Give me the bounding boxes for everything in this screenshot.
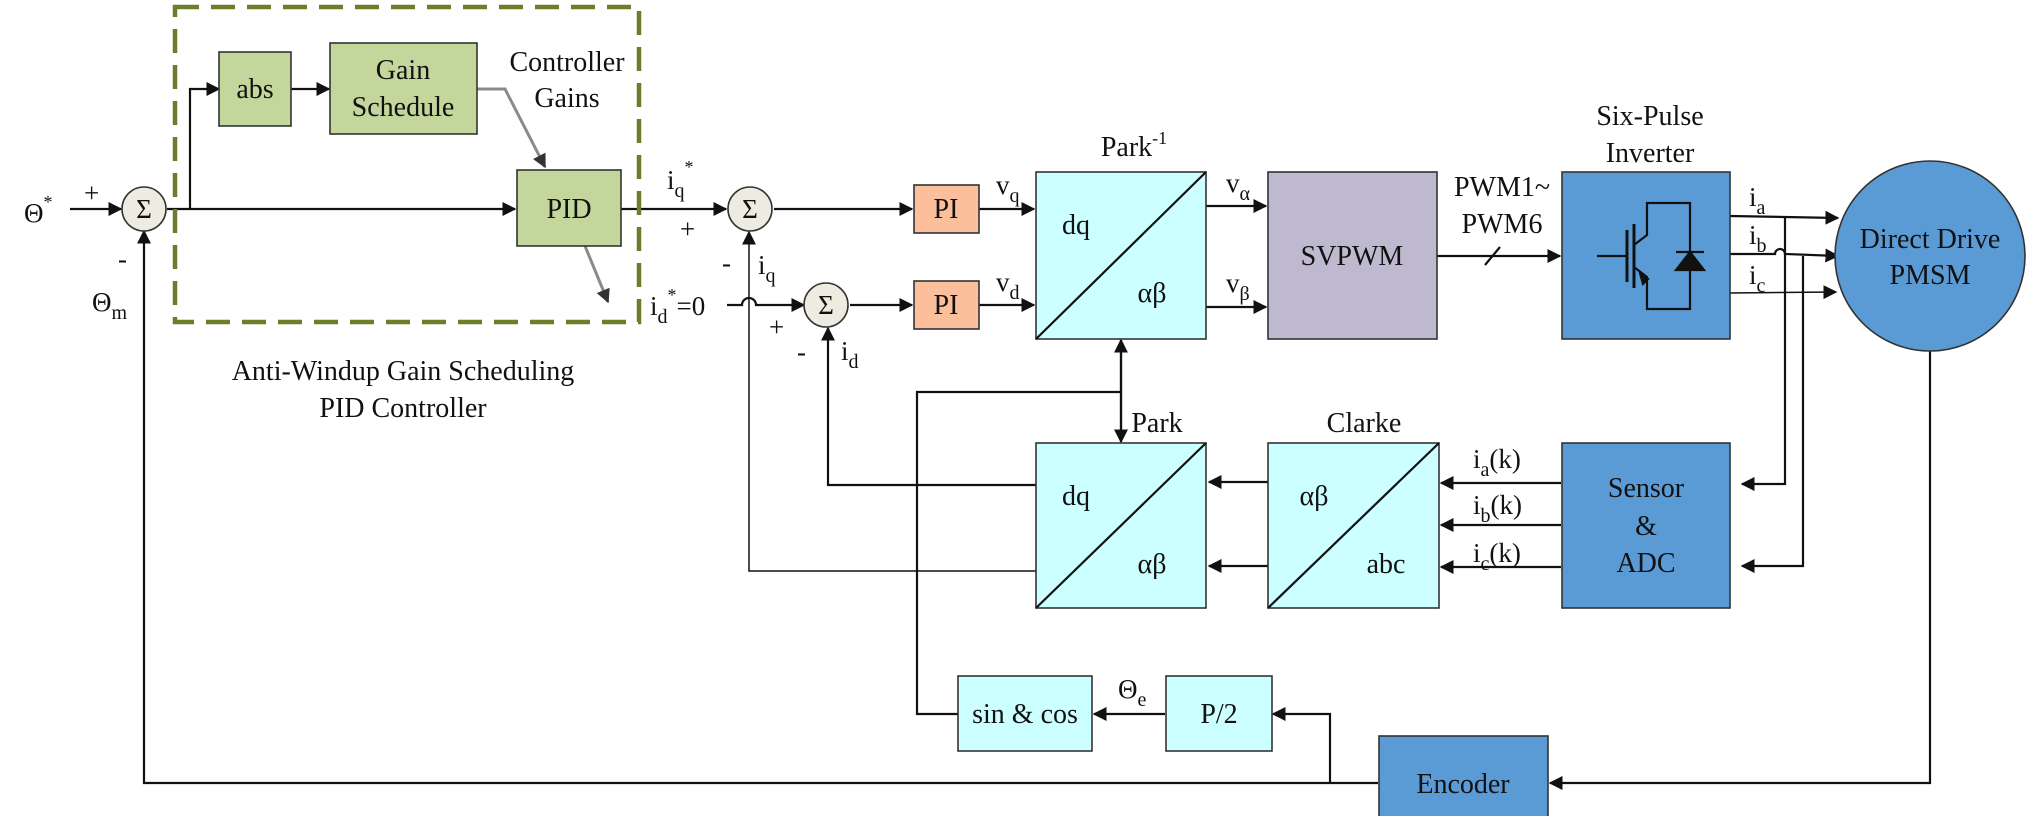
controller-caption-line2: PID Controller [319, 393, 487, 424]
sin-cos-block[interactable]: sin & cos [957, 675, 1093, 752]
controller-gains-label-line2: Gains [534, 83, 599, 114]
pmsm-motor[interactable]: Direct Drive PMSM [1834, 160, 2026, 352]
motor-label-line1: Direct Drive [1860, 224, 2001, 255]
inverse-park-title: Park-1 [1101, 128, 1167, 163]
p-half-label: P/2 [1200, 699, 1237, 730]
inverse-park-dq: dq [1062, 210, 1090, 241]
theta-m-label: Θm [92, 287, 128, 324]
pi-q-block[interactable]: PI [913, 184, 980, 234]
clarke-alphabeta: αβ [1300, 481, 1329, 512]
encoder-label: Encoder [1416, 769, 1510, 800]
park-alphabeta: αβ [1138, 549, 1167, 580]
summing-junction-1: Σ [121, 186, 167, 232]
sum1-plus-sign: + [84, 178, 99, 208]
inverse-park-alphabeta: αβ [1138, 278, 1167, 309]
id-feedback-label: id [841, 336, 859, 373]
park-title: Park [1131, 408, 1182, 439]
pi-q-label: PI [934, 194, 959, 225]
vq-label: vq [996, 170, 1020, 207]
sum3-minus-sign: - [797, 337, 806, 367]
p-half-block[interactable]: P/2 [1165, 675, 1273, 752]
pi-d-block[interactable]: PI [913, 280, 980, 330]
sum1-symbol: Σ [136, 194, 152, 224]
sum3-symbol: Σ [818, 290, 834, 320]
park-block[interactable]: dq αβ [1035, 442, 1207, 609]
anti-windup-controller-region: abs Gain Schedule PID Controller Gains A… [172, 4, 642, 424]
connection-lines [70, 82, 1932, 790]
controller-dashed-border [172, 4, 642, 325]
iq-feedback-label: iq [758, 250, 776, 287]
ia-k-label: ia(k) [1473, 444, 1521, 481]
sensor-label-line3: ADC [1616, 548, 1675, 579]
sin-cos-label: sin & cos [972, 699, 1078, 730]
vd-label: vd [996, 267, 1020, 304]
summing-junction-2: Σ [727, 186, 773, 232]
gain-schedule-label-line2: Schedule [352, 92, 455, 123]
ic-label: ic [1749, 260, 1766, 297]
pi-d-label: PI [934, 290, 959, 321]
summing-junction-3: Σ [803, 282, 849, 328]
ib-k-label: ib(k) [1473, 490, 1522, 527]
inverter-title-line2: Inverter [1606, 138, 1695, 169]
ic-k-label: ic(k) [1473, 538, 1521, 575]
gain-schedule-block[interactable] [329, 42, 478, 135]
v-beta-label: vβ [1226, 268, 1250, 305]
pwm-label-line2: PWM6 [1462, 209, 1543, 240]
svpwm-block[interactable]: SVPWM [1267, 171, 1438, 340]
controller-caption-line1: Anti-Windup Gain Scheduling [232, 356, 575, 387]
abs-label: abs [236, 74, 273, 105]
pid-label: PID [546, 194, 591, 225]
clarke-title: Clarke [1327, 408, 1402, 439]
abs-block[interactable] [218, 51, 292, 127]
motor-label-line2: PMSM [1890, 260, 1971, 291]
pwm-label-line1: PWM1~ [1454, 172, 1550, 203]
sum1-minus-sign: - [118, 244, 127, 274]
svpwm-label: SVPWM [1301, 241, 1404, 272]
inverter-block[interactable] [1561, 171, 1731, 340]
sum2-minus-sign: - [722, 248, 731, 278]
theta-e-label: Θe [1118, 674, 1147, 711]
signal-labels: Θ* + - Θm iq* + - iq id*=0 + - id vq vd … [24, 157, 1767, 711]
encoder-block[interactable]: Encoder [1378, 735, 1549, 816]
controller-gains-label-line1: Controller [509, 47, 625, 78]
park-dq: dq [1062, 481, 1090, 512]
theta-ref-label: Θ* [24, 192, 53, 228]
sensor-label-line2: & [1635, 511, 1657, 542]
id-ref-label: id*=0 [650, 285, 705, 328]
gain-schedule-label-line1: Gain [376, 55, 430, 86]
sum2-symbol: Σ [742, 194, 758, 224]
sum3-plus-sign: + [769, 312, 784, 342]
clarke-block[interactable]: αβ abc [1267, 442, 1440, 609]
clarke-abc: abc [1367, 549, 1406, 580]
pid-block[interactable] [516, 169, 622, 247]
sensor-label-line1: Sensor [1608, 473, 1685, 504]
sensor-adc-block[interactable]: Sensor & ADC [1561, 442, 1731, 609]
v-alpha-label: vα [1226, 168, 1251, 205]
inverter-title-line1: Six-Pulse [1596, 101, 1703, 132]
ib-label: ib [1749, 220, 1767, 257]
ia-label: ia [1749, 182, 1766, 219]
iq-ref-label: iq* [667, 157, 694, 202]
sum2-plus-sign: + [680, 214, 695, 244]
igbt-icon [1597, 201, 1707, 311]
inverse-park-block[interactable]: dq αβ [1035, 171, 1207, 340]
